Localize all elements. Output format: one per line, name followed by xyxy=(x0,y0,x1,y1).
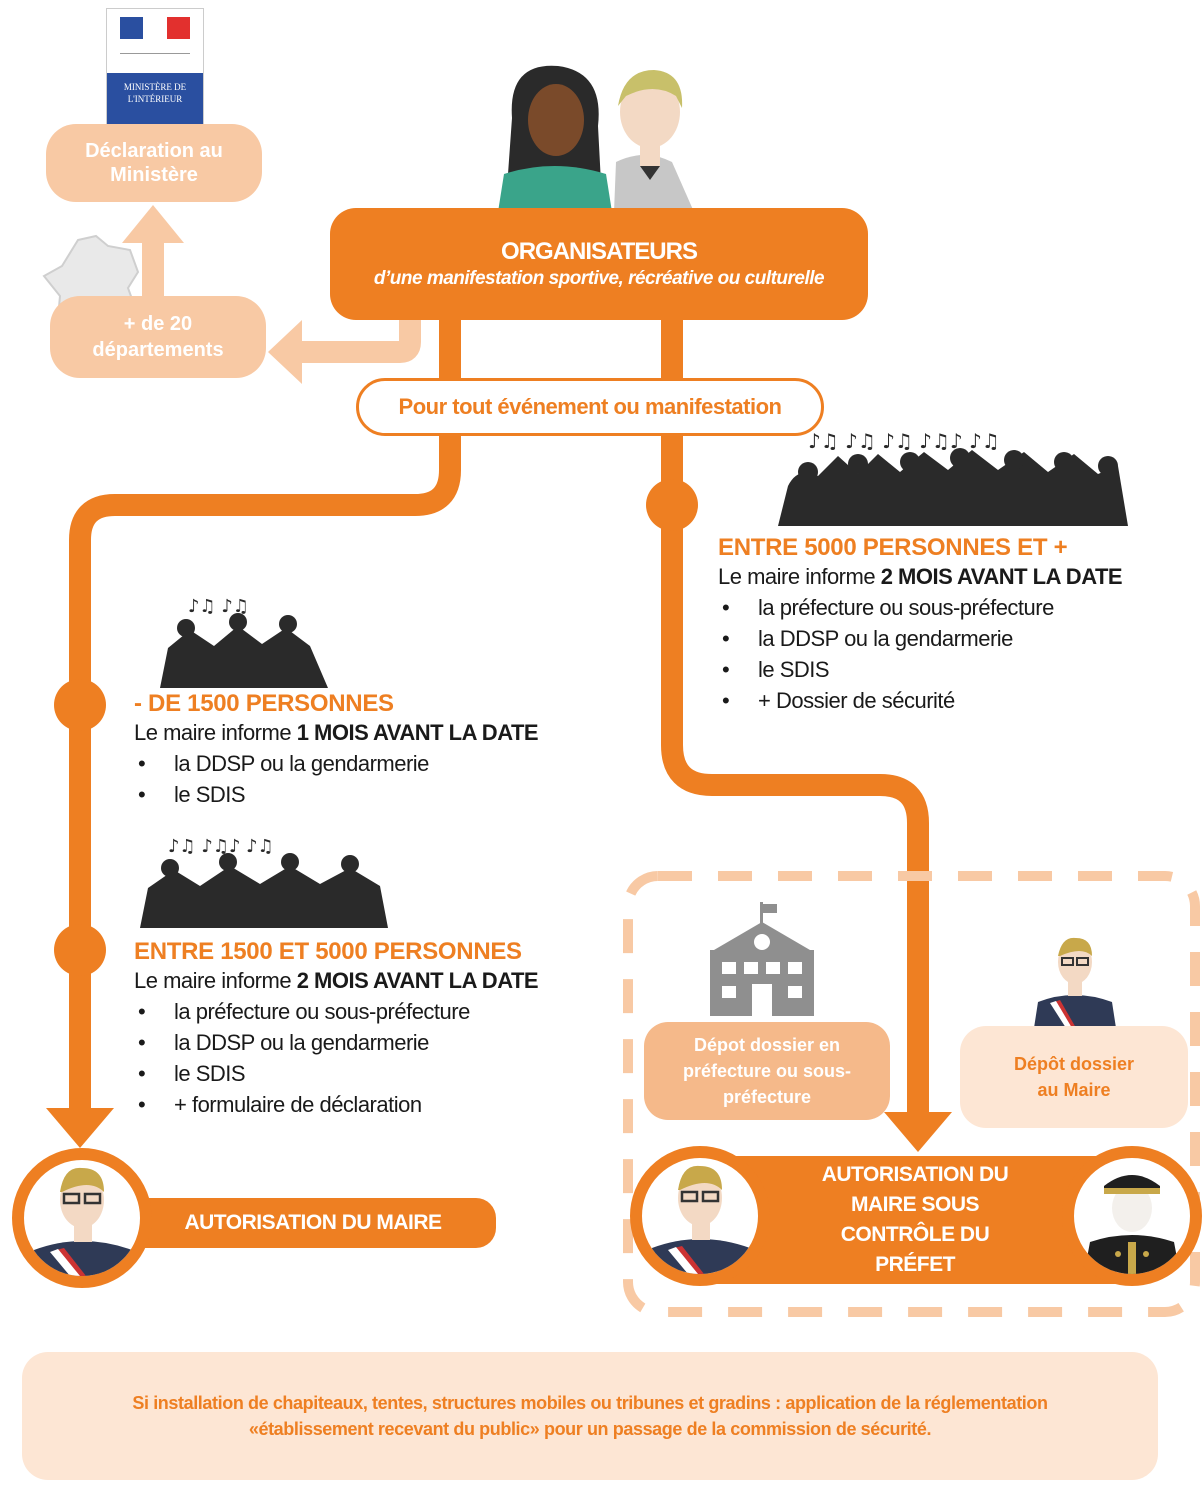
ministry-declaration-box: Déclaration au Ministère xyxy=(46,124,262,202)
section-large: ENTRE 5000 PERSONNES ET + Le maire infor… xyxy=(718,534,1198,716)
prefect-avatar-icon xyxy=(1084,1175,1180,1274)
ERP-note-box: Si installation de chapiteaux, tentes, s… xyxy=(22,1352,1158,1480)
section-medium-list: la préfecture ou sous-préfecture la DDSP… xyxy=(134,996,614,1120)
left-branch-line xyxy=(69,320,461,1115)
list-item: le SDIS xyxy=(134,779,614,810)
authorization-mayor-prefect-label: AUTORISATION DU MAIRE SOUS CONTRÔLE DU P… xyxy=(821,1163,1009,1276)
deposit-prefecture-box: Dépot dossier en préfecture ou sous-préf… xyxy=(644,1022,890,1120)
list-item: + Dossier de sécurité xyxy=(718,685,1198,716)
all-events-label: Pour tout événement ou manifestation xyxy=(398,394,782,419)
organizers-box: ORGANISATEURS d’une manifestation sporti… xyxy=(330,208,868,320)
crowd-large-icon: ♪♫ ♪♫ ♪♫ ♪♫♪ ♪♫ xyxy=(778,429,1128,526)
list-item: le SDIS xyxy=(718,654,1198,685)
deposit-prefecture-label: Dépot dossier en préfecture ou sous-préf… xyxy=(682,1035,852,1107)
section-small-lead: Le maire informe 1 MOIS AVANT LA DATE xyxy=(134,720,539,745)
list-item: la préfecture ou sous-préfecture xyxy=(718,592,1198,623)
section-large-title: ENTRE 5000 PERSONNES ET + xyxy=(718,534,1068,561)
organizers-subtitle: d’une manifestation sportive, récréative… xyxy=(373,268,825,289)
arrow-left-shaft xyxy=(300,320,421,363)
section-small: - DE 1500 PERSONNES Le maire informe 1 M… xyxy=(134,690,614,810)
prefect-avatar xyxy=(1062,1146,1202,1286)
departments-label: + de 20 départements xyxy=(92,313,224,361)
mayor-avatar xyxy=(12,1148,152,1288)
right-branch-line xyxy=(661,320,929,1118)
crowd-small-icon: ♪♫ ♪♫ xyxy=(160,596,328,688)
list-item: la DDSP ou la gendarmerie xyxy=(134,748,614,779)
note-line-2: «établissement recevant du public» pour … xyxy=(248,1419,932,1439)
node-small xyxy=(54,679,106,731)
organizers-title: ORGANISATEURS xyxy=(501,238,698,265)
list-item: le SDIS xyxy=(134,1058,614,1089)
crowd-medium-icon: ♪♫ ♪♫♪ ♪♫ xyxy=(140,836,388,928)
french-flag-icon xyxy=(120,17,190,39)
authorization-mayor-prefect-pill: AUTORISATION DU MAIRE SOUS CONTRÔLE DU P… xyxy=(700,1156,1130,1284)
authorization-mayor-pill: AUTORISATION DU MAIRE xyxy=(110,1198,496,1248)
ministry-declaration-label: Déclaration au Ministère xyxy=(85,140,223,186)
mayor-avatar-icon xyxy=(28,1167,138,1276)
section-medium-lead: Le maire informe 2 MOIS AVANT LA DATE xyxy=(134,968,539,993)
section-large-list: la préfecture ou sous-préfecture la DDSP… xyxy=(718,592,1198,716)
svg-text:♪♫ ♪♫♪ ♪♫: ♪♫ ♪♫♪ ♪♫ xyxy=(168,836,274,857)
list-item: la préfecture ou sous-préfecture xyxy=(134,996,614,1027)
list-item: la DDSP ou la gendarmerie xyxy=(718,623,1198,654)
deposit-mayor-box: Dépôt dossier au Maire xyxy=(960,1026,1188,1128)
section-medium-title: ENTRE 1500 ET 5000 PERSONNES xyxy=(134,938,522,965)
right-branch-arrowhead xyxy=(884,1112,952,1152)
list-item: + formulaire de déclaration xyxy=(134,1089,614,1120)
dashed-container xyxy=(623,871,1200,1317)
ministry-logo: MINISTÈRE DE L'INTÉRIEUR xyxy=(106,8,204,134)
arrow-up-shaft xyxy=(142,240,164,302)
mayor-avatar-right-icon xyxy=(646,1165,756,1274)
node-medium xyxy=(54,924,106,976)
deposit-mayor-label: Dépôt dossier au Maire xyxy=(1013,1054,1135,1100)
svg-text:♪♫ ♪♫: ♪♫ ♪♫ xyxy=(188,596,249,617)
ministry-logo-text: MINISTÈRE DE L'INTÉRIEUR xyxy=(107,73,203,133)
svg-text:♪♫ ♪♫ ♪♫ ♪♫♪ ♪♫: ♪♫ ♪♫ ♪♫ ♪♫♪ ♪♫ xyxy=(808,429,1000,453)
section-large-lead: Le maire informe 2 MOIS AVANT LA DATE xyxy=(718,564,1123,589)
section-small-list: la DDSP ou la gendarmerie le SDIS xyxy=(134,748,614,810)
organizers-illustration xyxy=(498,65,694,212)
departments-box: + de 20 départements xyxy=(50,296,266,378)
section-medium: ENTRE 1500 ET 5000 PERSONNES Le maire in… xyxy=(134,938,614,1120)
section-small-title: - DE 1500 PERSONNES xyxy=(134,690,394,717)
prefecture-building-icon xyxy=(710,902,814,1016)
arrow-left-head xyxy=(268,320,302,384)
left-branch-arrowhead xyxy=(46,1108,114,1148)
list-item: la DDSP ou la gendarmerie xyxy=(134,1027,614,1058)
arrow-up-head xyxy=(122,205,184,243)
mayor-avatar-right xyxy=(630,1146,770,1286)
node-large xyxy=(646,479,698,531)
mayor-small-icon xyxy=(1034,937,1116,1028)
authorization-mayor-label: AUTORISATION DU MAIRE xyxy=(184,1211,442,1234)
all-events-pill: Pour tout événement ou manifestation xyxy=(356,378,824,436)
note-line-1: Si installation de chapiteaux, tentes, s… xyxy=(132,1393,1048,1413)
